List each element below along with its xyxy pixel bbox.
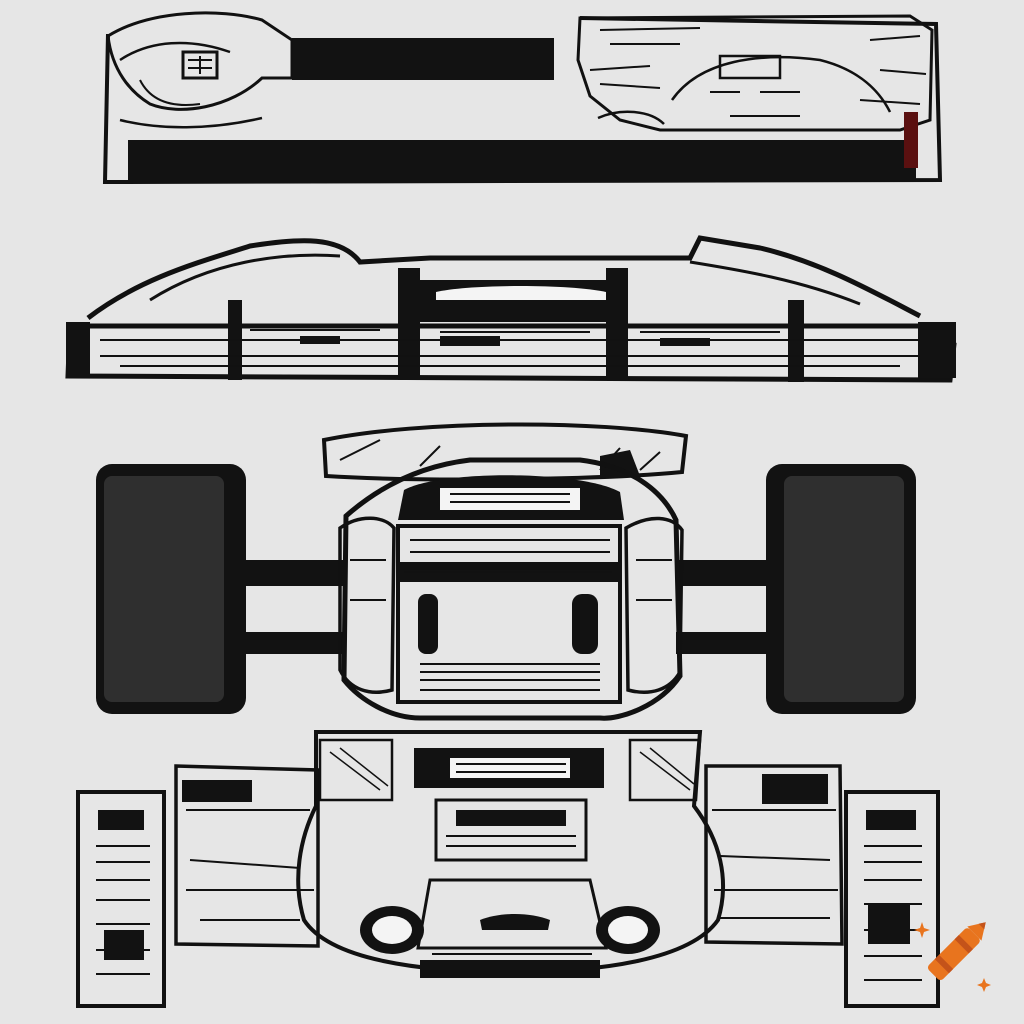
rear-right-block xyxy=(844,790,940,1008)
top-body-bar xyxy=(128,140,916,180)
top-roof-bar xyxy=(292,38,554,80)
rear-left-block xyxy=(76,790,166,1008)
top-emblem xyxy=(181,50,219,80)
rear-view xyxy=(76,730,940,1008)
crayon-icon xyxy=(914,922,991,992)
top-view xyxy=(102,11,943,185)
side-view xyxy=(65,235,957,383)
sparkle-icon xyxy=(914,922,991,992)
front-view xyxy=(96,422,916,721)
